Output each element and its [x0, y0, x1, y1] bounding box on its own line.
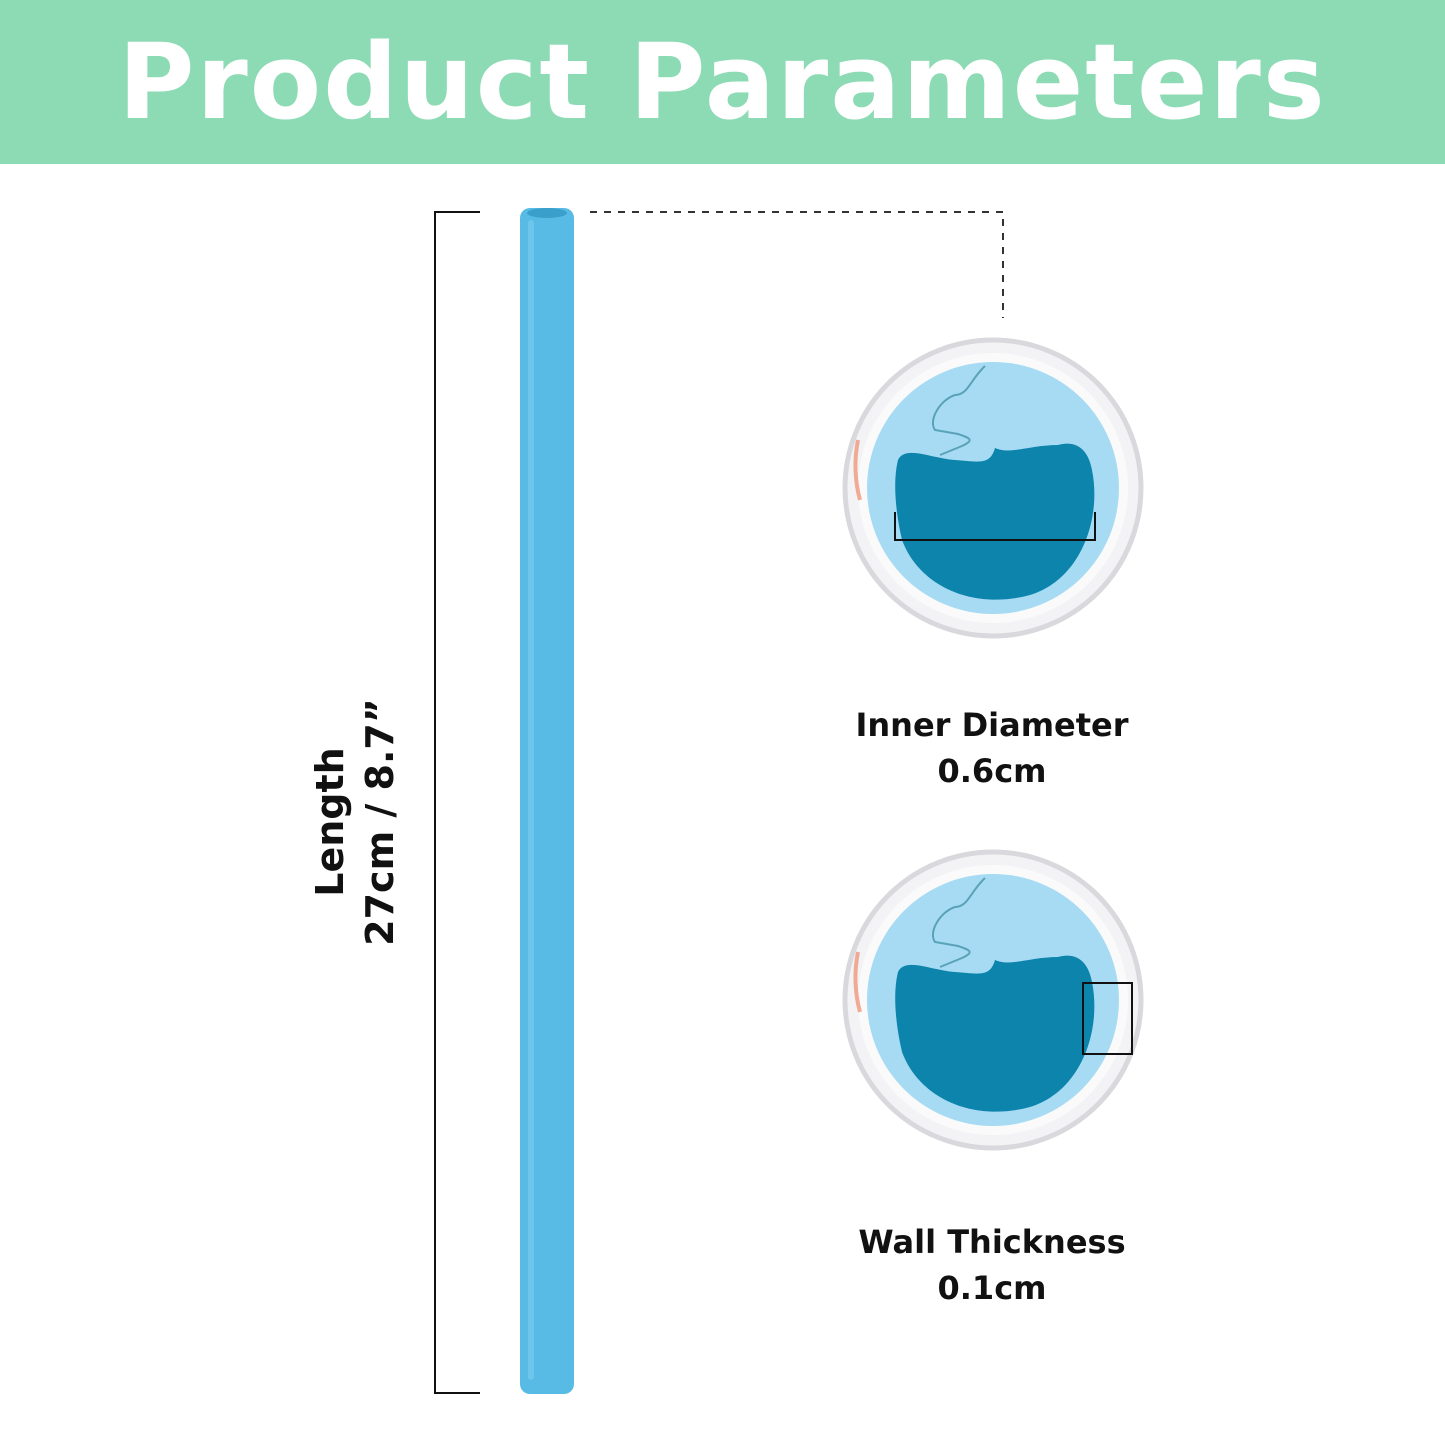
header-banner: Product Parameters — [0, 0, 1445, 164]
wall-thickness-cross-section — [842, 849, 1144, 1151]
length-title: Length — [308, 747, 352, 897]
wall-thickness-title: Wall Thickness — [858, 1223, 1126, 1261]
inner-diameter-value: 0.6cm — [937, 752, 1047, 790]
length-label: Length 27cm / 8.7” — [305, 642, 405, 1002]
length-dimension-bracket — [434, 211, 480, 1394]
inner-diameter-cross-section — [842, 337, 1144, 639]
inner-diameter-caption: Inner Diameter 0.6cm — [782, 702, 1202, 794]
wall-thickness-caption: Wall Thickness 0.1cm — [782, 1219, 1202, 1311]
inner-diameter-title: Inner Diameter — [855, 706, 1129, 744]
page-title: Product Parameters — [118, 21, 1327, 143]
wall-thickness-value: 0.1cm — [937, 1269, 1047, 1307]
leader-dashed-line — [590, 211, 1004, 318]
length-value: 27cm / 8.7” — [358, 698, 402, 946]
straw-opening — [527, 208, 567, 218]
